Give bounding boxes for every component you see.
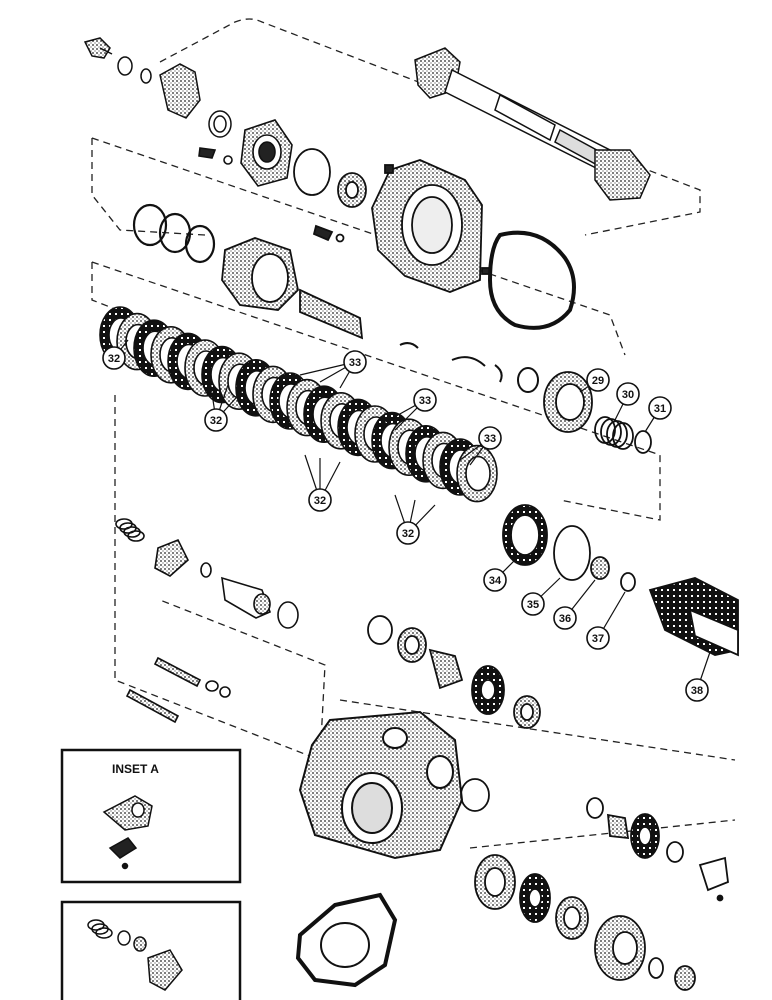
- inset-b-parts: [87, 919, 183, 991]
- callout-number: 31: [654, 403, 666, 415]
- callout-31: 31: [644, 396, 672, 433]
- callout-labels: 29 30 31 32 32 32 32 33 33 33 34 35 36 37 38: [102, 339, 711, 702]
- callout-number: 32: [314, 495, 326, 507]
- callout-number: 33: [349, 357, 361, 369]
- callout-32: 32: [204, 379, 246, 432]
- callout-number: 34: [489, 575, 502, 587]
- drive-shaft: [414, 47, 651, 201]
- shift-linkage: [115, 518, 299, 724]
- callout-32: 32: [102, 339, 129, 370]
- yoke-assembly: [83, 37, 232, 138]
- callout-circle: [685, 678, 709, 702]
- callout-35: 35: [521, 577, 561, 616]
- gasket-upper: [487, 230, 576, 330]
- callout-number: 35: [527, 599, 539, 611]
- callout-33: 33: [459, 426, 502, 466]
- callout-circle: [521, 592, 545, 616]
- inset-b: [60, 900, 242, 1000]
- gear-train-lower: [460, 778, 729, 991]
- piston-spring-washer: [543, 371, 652, 454]
- callout-circle: [586, 368, 610, 392]
- callout-circle: [204, 408, 228, 432]
- callout-circle: [553, 606, 577, 630]
- callout-circle: [616, 382, 640, 406]
- callout-circle: [343, 350, 367, 374]
- output-shaft: [648, 577, 739, 657]
- gear-train-mid: [367, 615, 541, 729]
- callout-circle: [396, 521, 420, 545]
- callout-circle: [586, 626, 610, 650]
- callout-number: 32: [210, 415, 222, 427]
- callout-number: 33: [419, 395, 431, 407]
- seal-and-bearing: [293, 148, 367, 208]
- callout-number: 37: [592, 633, 604, 645]
- callout-33: 33: [379, 388, 437, 431]
- snap-rings-left: [132, 203, 216, 264]
- callout-number: 36: [559, 613, 571, 625]
- adapter-housing: [312, 159, 491, 293]
- callout-number: 30: [622, 389, 634, 401]
- callout-30: 30: [614, 382, 640, 421]
- clutch-disc-stack: [99, 306, 498, 503]
- callout-number: 33: [484, 433, 496, 445]
- inset-a-lever: [102, 795, 153, 870]
- callout-32: 32: [304, 454, 341, 512]
- clutch-hub: [221, 237, 364, 340]
- inset-a: INSET A: [60, 748, 242, 884]
- callout-33: 33: [299, 350, 367, 389]
- callout-circle: [102, 346, 126, 370]
- callout-number: 29: [592, 375, 604, 387]
- callout-circle: [308, 488, 332, 512]
- callout-37: 37: [586, 591, 626, 650]
- inset-a-title: INSET A: [112, 762, 159, 776]
- callout-circle: [483, 568, 507, 592]
- callout-number: 38: [691, 685, 703, 697]
- callout-number: 32: [108, 353, 120, 365]
- retaining-clips: [399, 342, 539, 393]
- lower-clutch-parts: [502, 504, 636, 592]
- callout-number: 32: [402, 528, 414, 540]
- callout-circle: [478, 426, 502, 450]
- callout-38: 38: [685, 651, 711, 702]
- transfer-case-housing: [298, 710, 464, 860]
- callout-32: 32: [394, 494, 436, 545]
- disc-bore: [465, 455, 491, 492]
- callout-29: 29: [579, 368, 610, 393]
- callout-circle: [413, 388, 437, 412]
- gasket-lower: [295, 892, 398, 988]
- callout-34: 34: [483, 559, 516, 592]
- bearing-flange: [198, 119, 293, 187]
- callout-36: 36: [553, 579, 596, 630]
- callout-circle: [648, 396, 672, 420]
